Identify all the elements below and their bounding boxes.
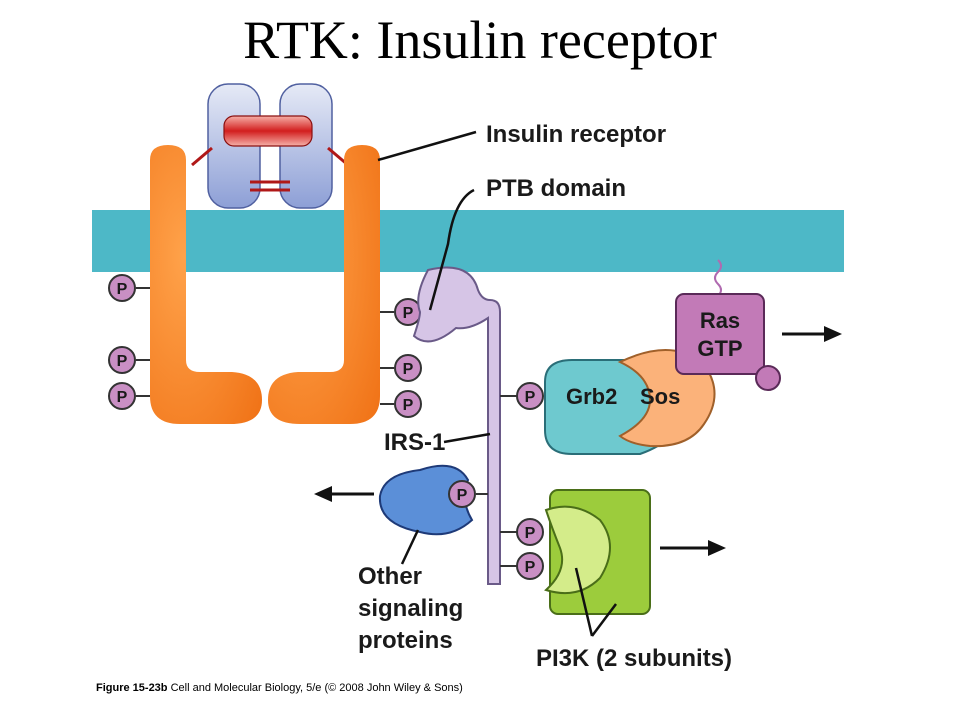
figure-caption: Figure 15-23b Cell and Molecular Biology… <box>96 682 463 694</box>
irs1-label: IRS-1 <box>384 429 445 456</box>
figure-source: Cell and Molecular Biology, 5/e (© 2008 … <box>170 682 463 694</box>
svg-text:P: P <box>117 389 128 406</box>
pi3k-protein <box>544 489 651 615</box>
cell-membrane <box>92 210 844 272</box>
figure-number: Figure 15-23b <box>96 682 168 694</box>
insulin-receptor-leader <box>377 130 477 162</box>
other-arrow <box>314 486 374 502</box>
insulin-molecule <box>207 83 333 209</box>
svg-text:P: P <box>117 353 128 370</box>
svg-text:P: P <box>117 281 128 298</box>
phospho-group: P <box>380 298 422 326</box>
irs1-protein <box>412 266 501 585</box>
pi3k-leader-inner <box>574 567 594 637</box>
phospho-group: P <box>448 480 488 508</box>
pi3k-label: PI3K (2 subunits) <box>536 645 732 672</box>
phospho-group: P <box>380 390 422 418</box>
page-title: RTK: Insulin receptor <box>243 10 717 70</box>
ptb-domain-leader <box>428 188 475 311</box>
other-label-line2: signaling <box>358 595 463 622</box>
receptor-right-subunit <box>268 145 380 424</box>
sos-label: Sos <box>640 384 680 409</box>
phospho-group: P <box>500 518 544 546</box>
other-signaling-protein <box>378 464 474 536</box>
irs1-leader <box>443 432 491 444</box>
svg-text:P: P <box>525 389 536 406</box>
gtp-label: GTP <box>697 336 742 361</box>
pi3k-arrow <box>660 540 726 556</box>
other-label-line3: proteins <box>358 627 453 654</box>
svg-text:P: P <box>403 305 414 322</box>
phospho-group: P <box>380 354 422 382</box>
grb2-label: Grb2 <box>566 384 617 409</box>
ras-label: Ras <box>700 308 740 333</box>
svg-text:P: P <box>403 361 414 378</box>
ras-gtp-protein: Ras GTP <box>675 259 781 391</box>
other-label-line1: Other <box>358 563 422 590</box>
phospho-group: P <box>108 382 150 410</box>
ptb-domain-label: PTB domain <box>486 175 626 202</box>
insulin-receptor-label: Insulin receptor <box>486 121 666 148</box>
svg-text:P: P <box>457 487 468 504</box>
phospho-group: P <box>500 552 544 580</box>
other-leader <box>400 529 420 565</box>
phospho-group: P <box>500 382 544 410</box>
svg-text:P: P <box>403 397 414 414</box>
svg-text:P: P <box>525 559 536 576</box>
phospho-group: P <box>108 274 150 302</box>
phospho-group: P <box>108 346 150 374</box>
ras-arrow <box>782 326 842 342</box>
svg-text:P: P <box>525 525 536 542</box>
receptor-left-subunit <box>150 145 262 424</box>
pi3k-leader-outer <box>591 603 617 637</box>
